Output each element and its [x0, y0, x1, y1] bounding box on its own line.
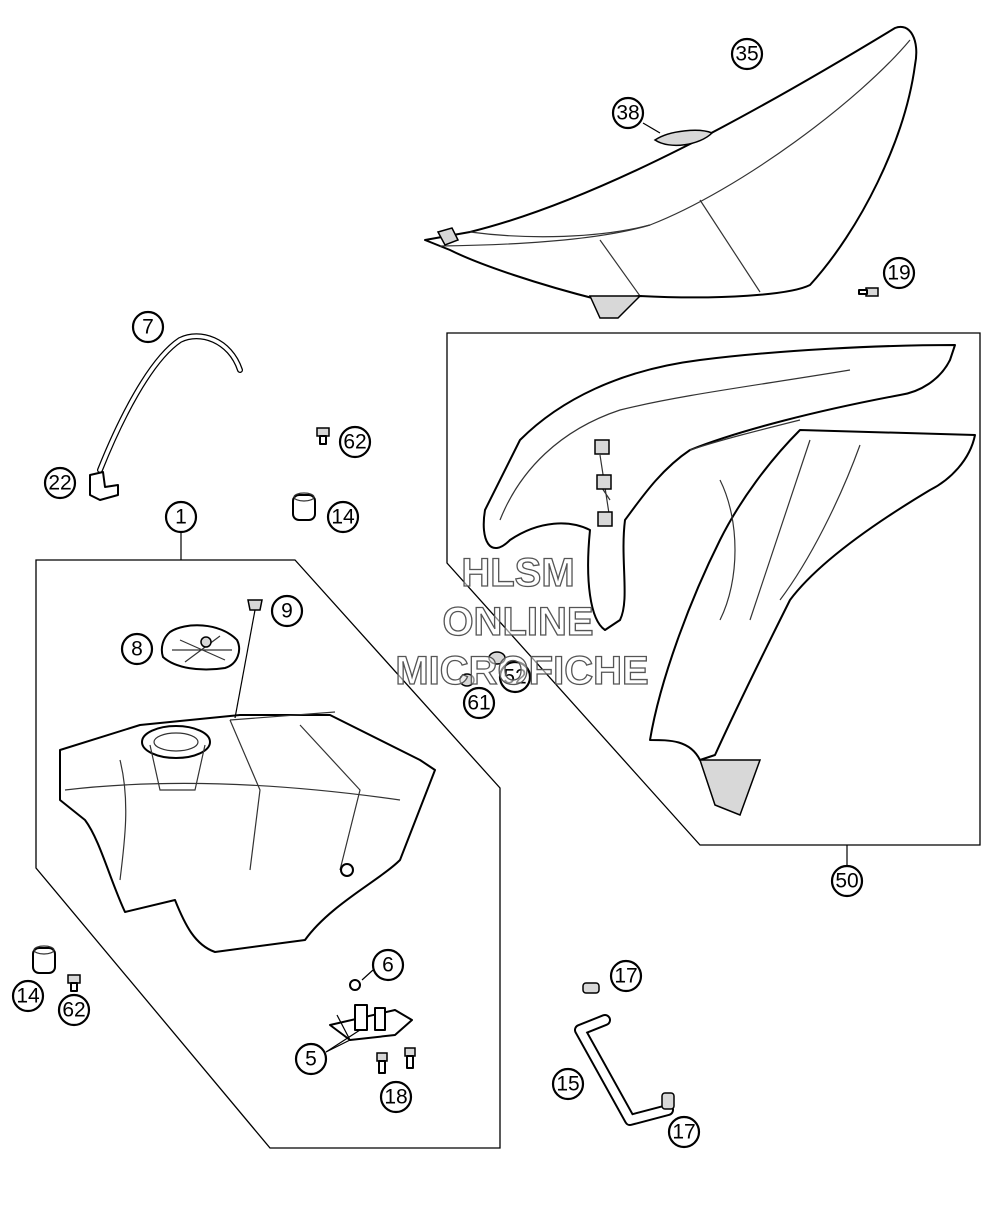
- callout-62-bottom: 62: [57, 993, 91, 1027]
- callout-5: 5: [294, 1042, 328, 1076]
- svg-text:61: 61: [467, 692, 490, 715]
- svg-text:7: 7: [142, 316, 154, 339]
- svg-text:14: 14: [16, 985, 40, 1008]
- watermark-line-2: ONLINE: [442, 600, 593, 644]
- callout-62-top: 62: [338, 425, 372, 459]
- tank-assembly-frame: [35, 559, 501, 1149]
- seat-part: [424, 25, 918, 319]
- breather-needle-part: [234, 599, 263, 719]
- callout-18: 18: [379, 1080, 413, 1114]
- svg-text:1: 1: [175, 506, 187, 529]
- screw-19: [858, 287, 879, 297]
- svg-text:50: 50: [835, 870, 858, 893]
- svg-text:15: 15: [556, 1073, 579, 1096]
- svg-text:14: 14: [331, 506, 355, 529]
- watermark: HLSM ONLINE MICROFICHE: [395, 550, 650, 693]
- hose-fitting-part: [89, 471, 119, 501]
- callout-17-top: 17: [609, 959, 643, 993]
- spoiler-right-part: [649, 429, 976, 816]
- bushing-14-top: [292, 492, 316, 521]
- svg-text:17: 17: [614, 965, 637, 988]
- svg-text:38: 38: [616, 102, 639, 125]
- svg-text:35: 35: [735, 43, 758, 66]
- svg-text:18: 18: [384, 1086, 407, 1109]
- hose-clamp-17-bottom: [661, 1092, 675, 1110]
- screws-18: [376, 1047, 416, 1074]
- callout-61: 61: [462, 686, 496, 720]
- svg-text:62: 62: [62, 999, 85, 1022]
- callout-38: 38: [611, 96, 645, 130]
- callout-9: 9: [270, 594, 304, 628]
- svg-text:22: 22: [48, 472, 71, 495]
- svg-text:8: 8: [131, 638, 143, 661]
- watermark-line-3: MICROFICHE: [395, 649, 648, 693]
- callout-35: 35: [730, 37, 764, 71]
- svg-text:17: 17: [672, 1121, 695, 1144]
- spoiler-left-part: [482, 344, 956, 631]
- callout-1: 1: [164, 500, 198, 534]
- svg-text:62: 62: [343, 431, 366, 454]
- breather-hose-part: [97, 333, 243, 473]
- callout-7: 7: [131, 310, 165, 344]
- tank-cap-part: [160, 624, 241, 671]
- svg-text:6: 6: [382, 954, 394, 977]
- callout-14-bottom: 14: [11, 979, 45, 1013]
- callout-8: 8: [120, 632, 154, 666]
- callout-15: 15: [551, 1067, 585, 1101]
- spoiler-assembly-frame: [446, 332, 981, 846]
- callout-22: 22: [43, 466, 77, 500]
- callout-14-top: 14: [326, 500, 360, 534]
- nut-61: [459, 673, 475, 687]
- svg-text:52: 52: [503, 666, 526, 689]
- callout-19: 19: [882, 256, 916, 290]
- hose-clamp-17-top: [582, 982, 600, 994]
- callout-6: 6: [371, 948, 405, 982]
- callout-17-bottom: 17: [667, 1115, 701, 1149]
- bushing-14-bottom: [32, 945, 56, 974]
- watermark-line-1: HLSM: [461, 551, 574, 595]
- callout-50: 50: [830, 864, 864, 898]
- screw-62-top: [316, 427, 330, 445]
- svg-text:9: 9: [281, 600, 293, 623]
- fuel-tank-part: [59, 711, 436, 953]
- svg-text:5: 5: [305, 1048, 317, 1071]
- leader-lines: [180, 122, 848, 1053]
- fuel-tap-part: [329, 979, 413, 1041]
- screw-62-bottom: [67, 974, 81, 992]
- svg-text:19: 19: [887, 262, 910, 285]
- callout-52: 52: [498, 660, 532, 694]
- fuel-line-part: [574, 1014, 674, 1126]
- nut-52: [488, 651, 506, 665]
